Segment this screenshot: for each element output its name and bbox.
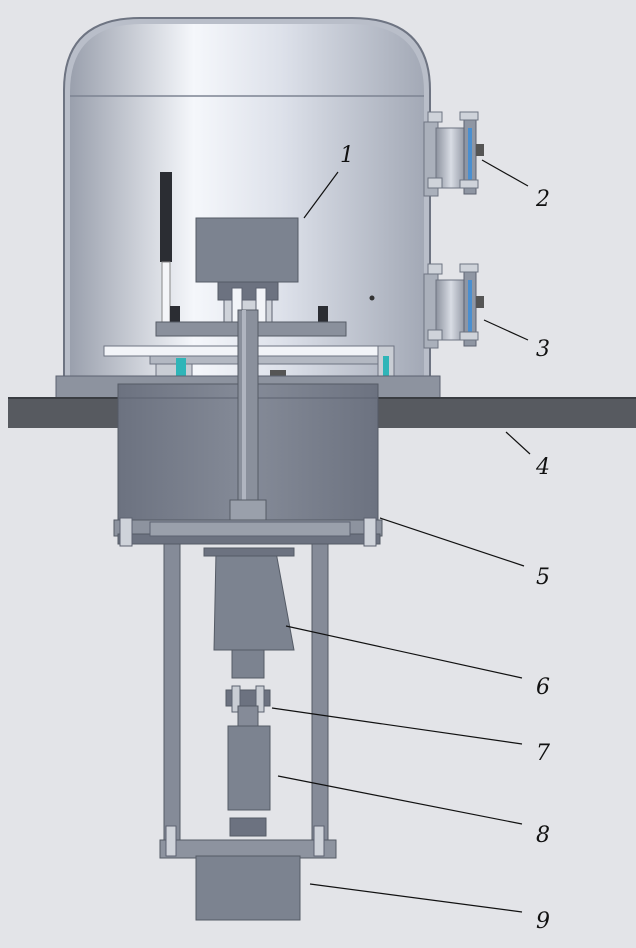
column-right <box>311 543 329 847</box>
leader-line-1 <box>303 171 339 219</box>
bottom-block-9 <box>195 855 301 921</box>
port-3 <box>423 263 484 349</box>
block-8 <box>227 725 271 811</box>
leader-line-3 <box>483 319 529 341</box>
label-7: 7 <box>536 741 550 766</box>
leader-lines <box>271 159 531 913</box>
vacuum-dome <box>63 17 431 379</box>
flared-part-6 <box>203 547 295 679</box>
brush-rod <box>160 172 172 323</box>
label-6: 6 <box>536 675 550 700</box>
label-3: 3 <box>536 337 550 362</box>
coupling-7 <box>225 685 271 729</box>
leader-line-6 <box>285 625 523 679</box>
label-5: 5 <box>536 565 550 590</box>
port-2 <box>423 111 484 197</box>
flange-5 <box>113 517 383 547</box>
label-8: 8 <box>536 823 550 848</box>
label-1: 1 <box>340 143 354 168</box>
post-left <box>170 306 180 324</box>
leader-line-4 <box>505 431 531 455</box>
post-right <box>318 306 328 324</box>
leader-line-7 <box>271 707 523 745</box>
label-4: 4 <box>535 455 550 480</box>
leader-line-9 <box>309 883 523 913</box>
label-9: 9 <box>536 909 550 934</box>
column-left <box>163 543 181 847</box>
leader-line-2 <box>481 159 529 187</box>
label-2: 2 <box>535 187 550 212</box>
leader-line-8 <box>277 775 523 825</box>
leader-line-5 <box>379 517 525 567</box>
